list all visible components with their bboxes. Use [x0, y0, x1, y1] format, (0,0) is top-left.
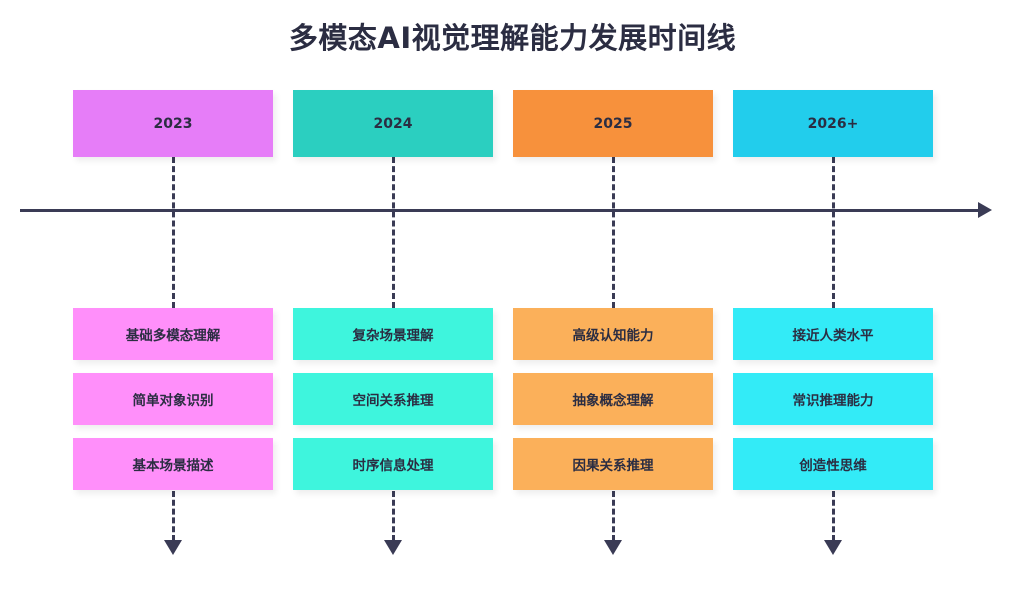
capability-item[interactable]: 因果关系推理	[513, 438, 713, 490]
capability-item[interactable]: 接近人类水平	[733, 308, 933, 360]
connector-line-upper	[392, 157, 395, 308]
connector-arrowhead-down	[824, 540, 842, 555]
timeline-column-2026plus: 2026+ 接近人类水平 常识推理能力 创造性思维	[733, 0, 933, 598]
connector-line-upper	[612, 157, 615, 308]
connector-line-lower	[612, 491, 615, 541]
year-box[interactable]: 2024	[293, 90, 493, 157]
timeline-column-2023: 2023 基础多模态理解 简单对象识别 基本场景描述	[73, 0, 273, 598]
timeline-axis-arrowhead	[978, 202, 992, 218]
capability-item[interactable]: 创造性思维	[733, 438, 933, 490]
connector-arrowhead-down	[384, 540, 402, 555]
page-title: 多模态AI视觉理解能力发展时间线	[288, 21, 737, 55]
connector-arrowhead-down	[604, 540, 622, 555]
timeline-column-2025: 2025 高级认知能力 抽象概念理解 因果关系推理	[513, 0, 713, 598]
timeline-column-2024: 2024 复杂场景理解 空间关系推理 时序信息处理	[293, 0, 493, 598]
capability-item[interactable]: 高级认知能力	[513, 308, 713, 360]
connector-line-upper	[832, 157, 835, 308]
year-box[interactable]: 2025	[513, 90, 713, 157]
connector-line-lower	[392, 491, 395, 541]
capability-item[interactable]: 简单对象识别	[73, 373, 273, 425]
capability-item[interactable]: 常识推理能力	[733, 373, 933, 425]
capability-item[interactable]: 空间关系推理	[293, 373, 493, 425]
connector-arrowhead-down	[164, 540, 182, 555]
capability-item[interactable]: 时序信息处理	[293, 438, 493, 490]
capability-item[interactable]: 基本场景描述	[73, 438, 273, 490]
capability-item[interactable]: 基础多模态理解	[73, 308, 273, 360]
capability-item[interactable]: 抽象概念理解	[513, 373, 713, 425]
connector-line-lower	[832, 491, 835, 541]
year-box[interactable]: 2026+	[733, 90, 933, 157]
year-box[interactable]: 2023	[73, 90, 273, 157]
connector-line-lower	[172, 491, 175, 541]
timeline-axis-line	[20, 209, 982, 212]
connector-line-upper	[172, 157, 175, 308]
capability-item[interactable]: 复杂场景理解	[293, 308, 493, 360]
